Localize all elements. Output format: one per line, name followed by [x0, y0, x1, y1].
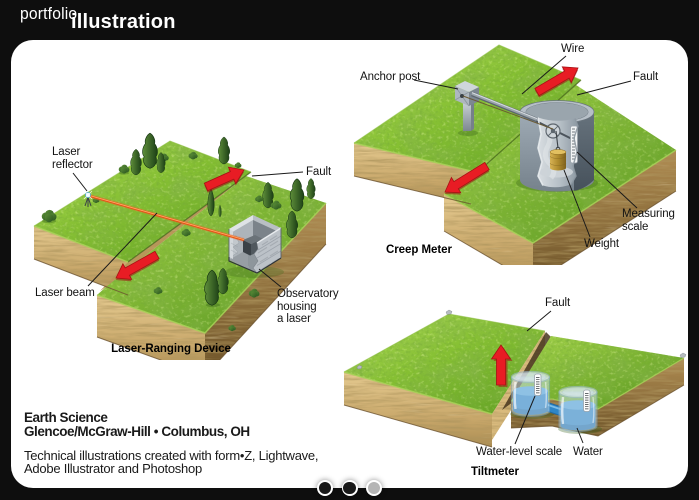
pager-dot-3-fill [367, 481, 381, 495]
label-fault-creep: Fault [633, 71, 659, 83]
label-laser-beam: Laser beam [35, 287, 95, 299]
pager-dot-1[interactable] [317, 480, 333, 496]
caption-creep-meter: Creep Meter [386, 244, 452, 256]
tiltmeter-illustration [343, 309, 687, 448]
tiltmeter-device [510, 370, 602, 434]
label-water-level-scale: Water-level scale [476, 446, 563, 458]
leader-lines [514, 310, 584, 445]
laser-reflector [83, 190, 93, 207]
fault-crease [127, 171, 252, 263]
caption-laser-ranging-device: Laser-Ranging Device [111, 343, 231, 355]
site-logo[interactable]: portfolio illustration [0, 0, 260, 38]
label-fault-tilt: Fault [545, 297, 571, 309]
credits-tech: Technical illustrations created with for… [24, 448, 319, 477]
leader-lines [413, 55, 638, 238]
laser-beam [89, 194, 245, 242]
label-weight: Weight [584, 238, 619, 250]
leader-lines [72, 171, 304, 288]
pager-dot-2[interactable] [341, 480, 358, 496]
label-laser-reflector: Laser reflector [52, 146, 93, 171]
creep-meter-device [516, 100, 598, 192]
anchor-post [454, 81, 554, 136]
creep-meter-illustration [353, 44, 677, 265]
label-observatory: Observatory housing a laser [277, 288, 339, 326]
label-fault-laser: Fault [306, 166, 332, 178]
fault-arrows [444, 66, 579, 195]
trees [41, 132, 316, 332]
label-measuring-scale: Measuring scale [622, 208, 675, 233]
credits-block: Earth Science Glencoe/McGraw-Hill • Colu… [24, 410, 319, 477]
label-anchor-post: Anchor post [360, 71, 421, 83]
label-wire: Wire [561, 43, 585, 55]
fault-arrow [490, 344, 513, 387]
laser-ranging-illustration [33, 132, 327, 360]
rocks [356, 309, 687, 370]
logo-word-illustration: illustration [71, 11, 176, 33]
caption-tiltmeter: Tiltmeter [471, 466, 519, 478]
label-water: Water [573, 446, 603, 458]
pager-dot-1-fill [318, 481, 332, 495]
fault-arrows [115, 166, 245, 282]
pager-dot-2-fill [343, 481, 356, 495]
pager-dot-3[interactable] [366, 480, 382, 496]
credits-title: Earth Science Glencoe/McGraw-Hill • Colu… [24, 410, 250, 440]
logo-word-portfolio: portfolio [20, 4, 78, 23]
